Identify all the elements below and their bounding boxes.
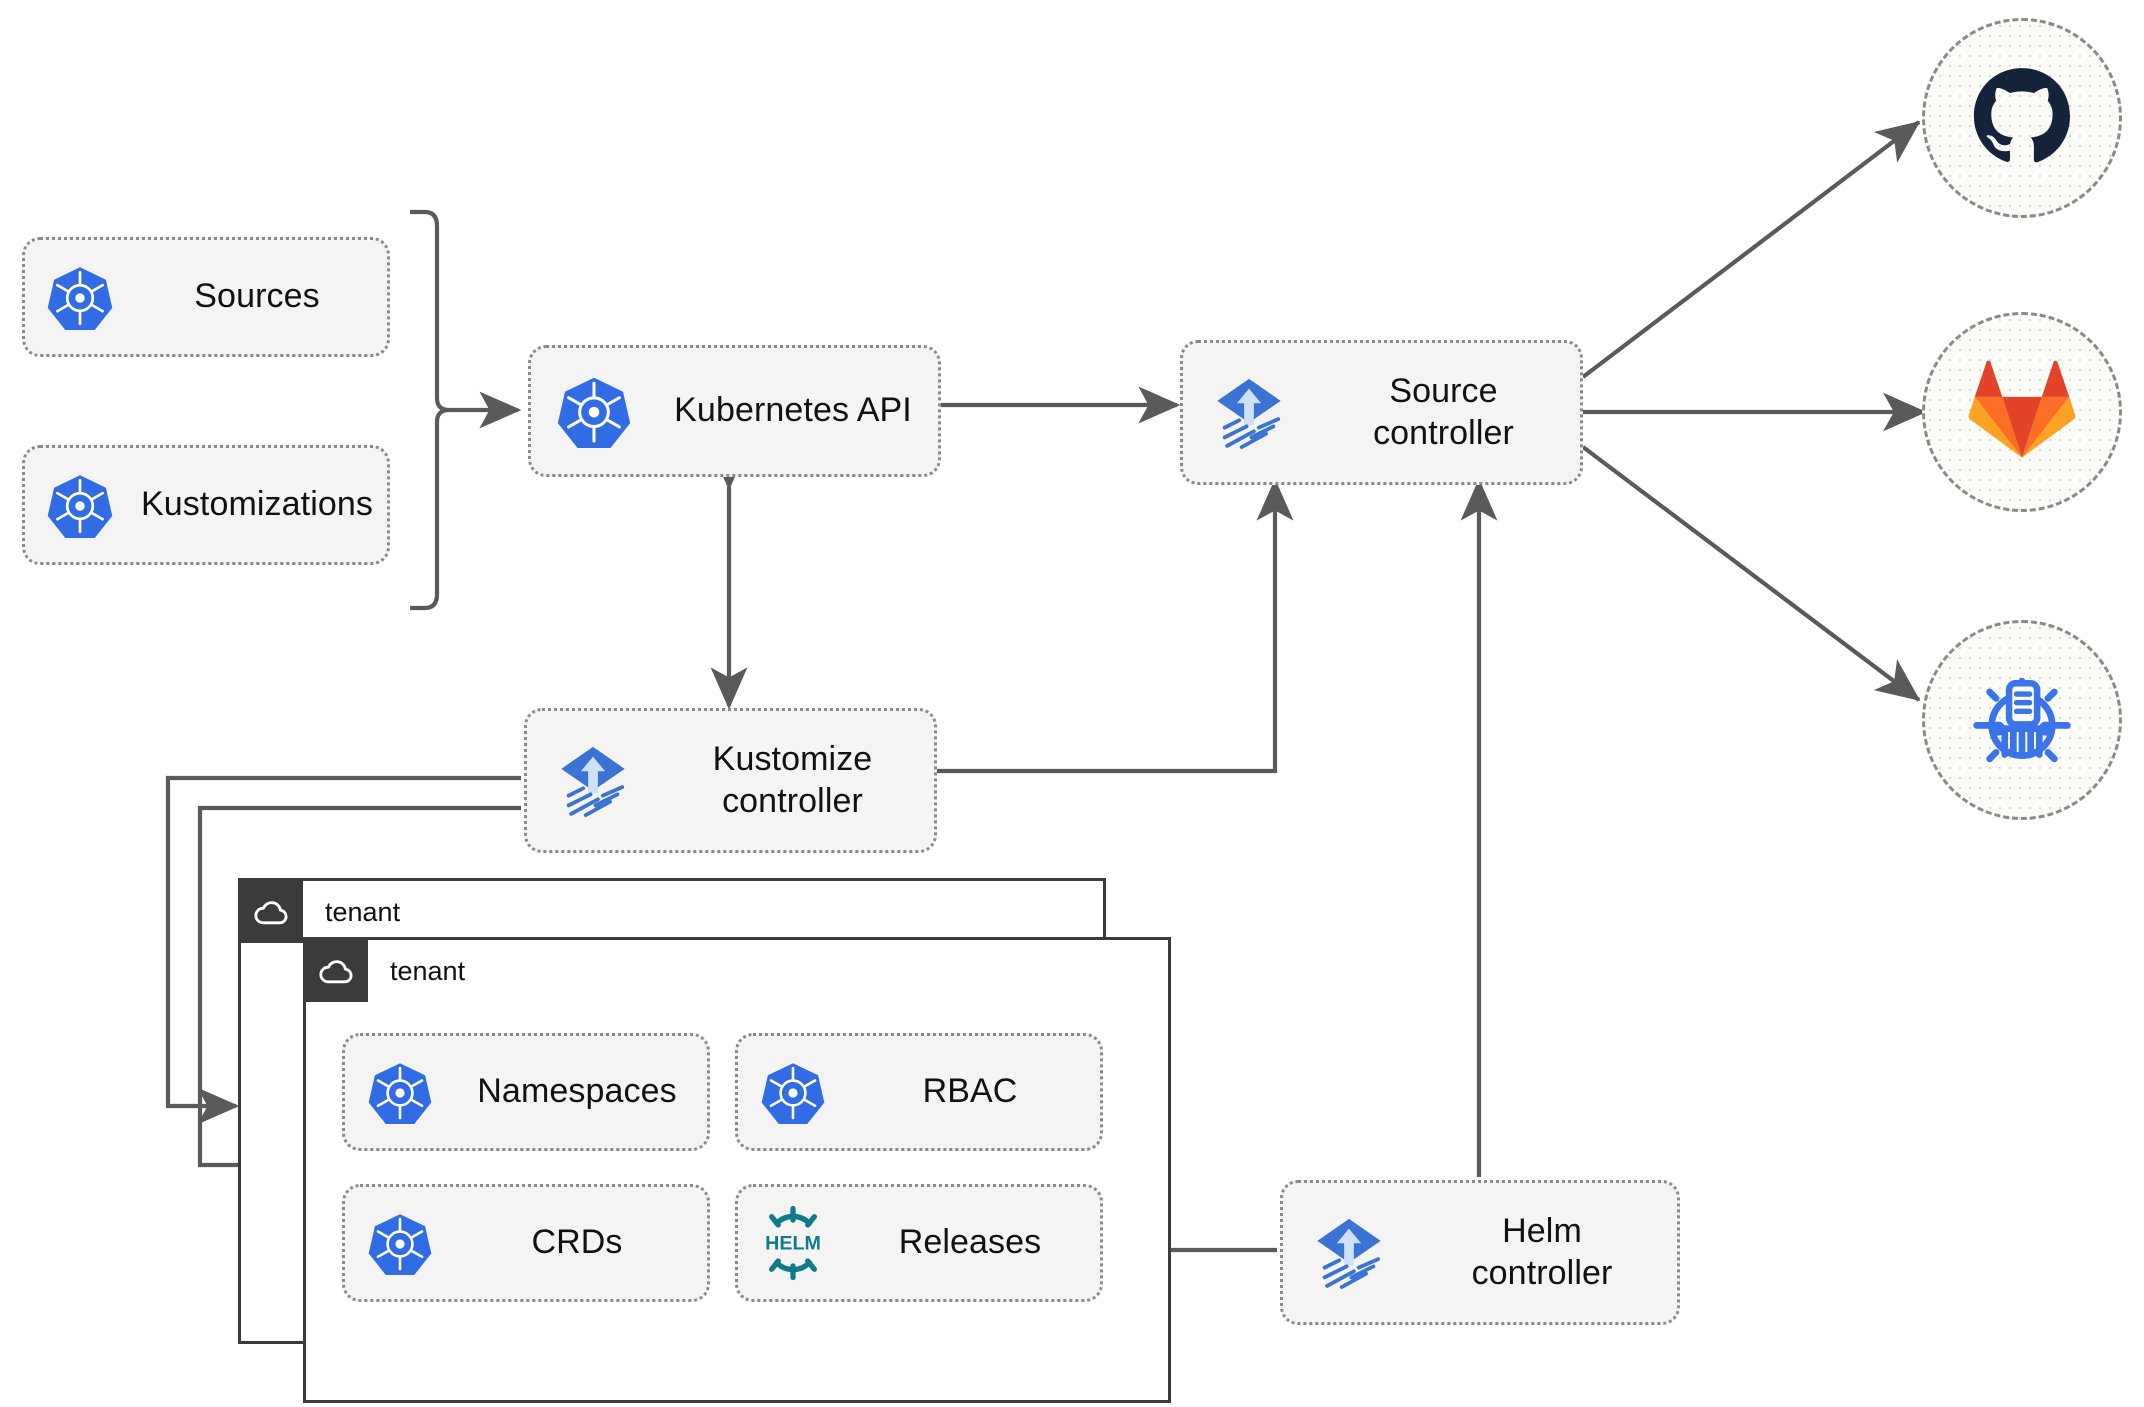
node-label-kubernetes-api: Kubernetes API <box>674 391 912 430</box>
helm-icon: HELM <box>738 1202 848 1284</box>
wire-source-controller-to-github <box>1581 120 1921 379</box>
node-kustomize-controller[interactable]: Kustomize controller <box>524 708 937 853</box>
flux-icon <box>1283 1214 1415 1292</box>
wire-kustomize-controller-to-source-controller <box>937 478 1294 774</box>
node-label-kustomize-controller: Kustomize controller <box>712 740 873 820</box>
tenant-resource-namespaces[interactable]: Namespaces <box>342 1033 710 1151</box>
node-label-source-controller: Source controller <box>1373 372 1514 452</box>
node-kubernetes-api[interactable]: Kubernetes API <box>528 345 941 477</box>
wire-source-controller-to-registry <box>1581 445 1921 702</box>
kubernetes-icon <box>25 472 135 538</box>
wire-resources-bracket <box>410 209 452 611</box>
tenant-resource-label-namespaces: Namespaces <box>477 1072 677 1111</box>
helm-repository-icon <box>1973 677 2071 763</box>
kubernetes-icon <box>738 1060 848 1124</box>
tenant-resource-label-rbac: RBAC <box>922 1072 1018 1111</box>
tenant-resource-crds[interactable]: CRDs <box>342 1184 710 1302</box>
resource-box-sources[interactable]: Sources <box>22 237 390 357</box>
github-icon <box>1973 68 2070 163</box>
endpoint-gitlab[interactable] <box>1922 312 2122 512</box>
tenant-resource-label-crds: CRDs <box>531 1223 623 1262</box>
kubernetes-icon <box>25 264 135 330</box>
kubernetes-icon <box>345 1211 455 1275</box>
cloud-icon <box>306 940 368 1002</box>
tenant-resource-releases[interactable]: HELM Releases <box>735 1184 1103 1302</box>
resource-label-kustomizations: Kustomizations <box>141 485 373 524</box>
svg-text:HELM: HELM <box>765 1233 821 1255</box>
endpoint-helm-repository[interactable] <box>1922 620 2122 820</box>
tenant-inner-label: tenant <box>390 955 466 986</box>
resource-box-kustomizations[interactable]: Kustomizations <box>22 445 390 565</box>
tenant-resource-rbac[interactable]: RBAC <box>735 1033 1103 1151</box>
kubernetes-icon <box>345 1060 455 1124</box>
endpoint-github[interactable] <box>1922 18 2122 218</box>
node-source-controller[interactable]: Source controller <box>1180 340 1583 485</box>
tenant-container-inner[interactable]: tenant <box>303 937 1171 1403</box>
node-label-helm-controller: Helm controller <box>1471 1212 1613 1292</box>
resource-label-sources: Sources <box>194 277 320 316</box>
tenant-outer-label: tenant <box>325 896 401 927</box>
flux-icon <box>527 742 659 820</box>
node-helm-controller[interactable]: Helm controller <box>1280 1180 1680 1325</box>
tenant-resource-label-releases: Releases <box>898 1223 1042 1262</box>
kubernetes-icon <box>531 374 656 448</box>
cloud-icon <box>241 881 303 943</box>
flux-icon <box>1183 374 1315 452</box>
gitlab-icon <box>1968 360 2076 458</box>
